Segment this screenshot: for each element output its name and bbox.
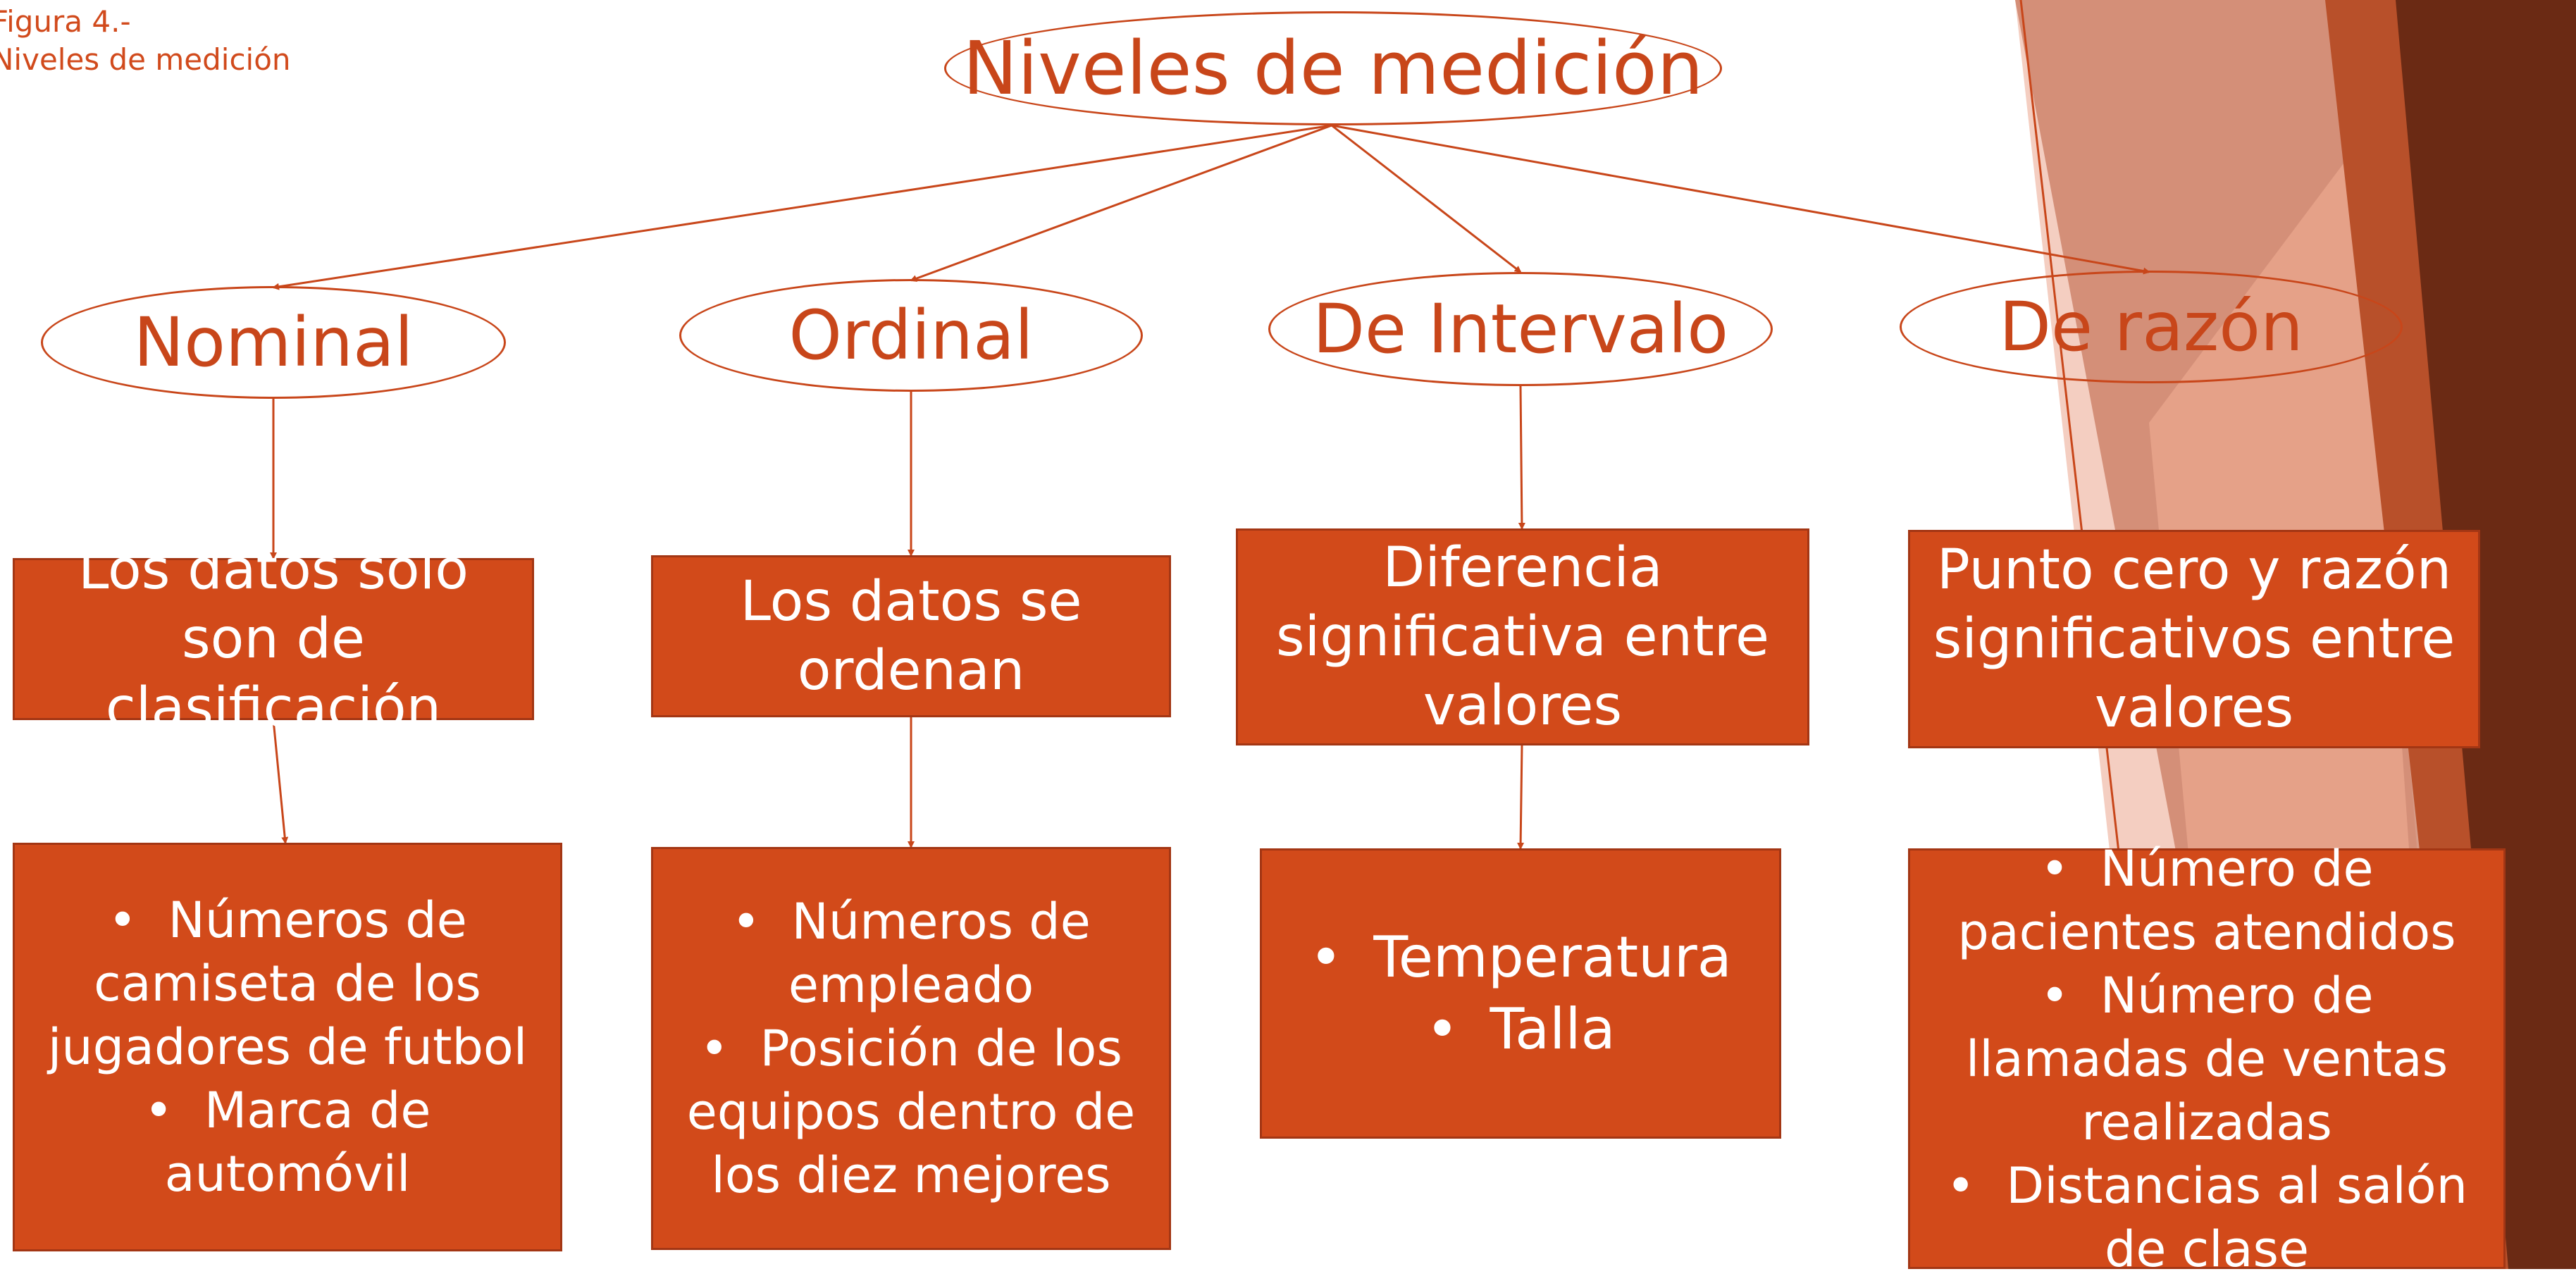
example-item: Número de llamadas de ventas realizadas [1931, 964, 2482, 1154]
examples-box-nominal: Números de camiseta de los jugadores de … [13, 843, 562, 1251]
description-text-ordinal: Los datos se ordenan [740, 570, 1082, 703]
examples-list-ordinal: Números de empleado Posición de los equi… [674, 890, 1148, 1207]
description-text-de-razon: Punto cero y razón significativos entre … [1933, 538, 2456, 740]
examples-box-de-intervalo: Temperatura Talla [1260, 848, 1781, 1139]
example-item: Distancias al salón de clase [1931, 1154, 2482, 1281]
root-node-niveles-de-medicion: Niveles de medición [944, 11, 1722, 125]
examples-list-de-razon: Número de pacientes atendidos Número de … [1931, 837, 2482, 1281]
level-node-ordinal: Ordinal [679, 279, 1143, 392]
level-node-de-intervalo: De Intervalo [1268, 272, 1773, 386]
examples-box-ordinal: Números de empleado Posición de los equi… [651, 847, 1171, 1250]
level-node-de-razon: De razón [1900, 271, 2403, 383]
examples-box-de-razon: Número de pacientes atendidos Número de … [1908, 840, 2506, 1278]
description-text-nominal: Los datos solo son de clasificación [78, 538, 469, 740]
example-item: Temperatura [1309, 922, 1731, 994]
figure-caption: Figura 4.- Niveles de medición [0, 3, 291, 79]
figure-caption-number: Figura 4.- [0, 4, 131, 39]
example-item: Número de pacientes atendidos [1931, 837, 2482, 964]
examples-list-de-intervalo: Temperatura Talla [1309, 922, 1732, 1065]
example-item: Marca de automóvil [36, 1079, 539, 1206]
description-box-nominal: Los datos solo son de clasificación [13, 538, 534, 740]
example-item: Posición de los equipos dentro de los di… [674, 1017, 1148, 1207]
level-node-nominal: Nominal [41, 286, 506, 399]
figure-caption-title: Niveles de medición [0, 42, 291, 77]
description-text-de-intervalo: Diferencia significativa entre valores [1275, 536, 1770, 738]
example-item: Talla [1309, 994, 1732, 1065]
description-box-ordinal: Los datos se ordenan [651, 555, 1171, 717]
description-box-de-razon: Punto cero y razón significativos entre … [1908, 530, 2480, 748]
examples-list-nominal: Números de camiseta de los jugadores de … [36, 889, 539, 1206]
description-box-de-intervalo: Diferencia significativa entre valores [1236, 528, 1809, 745]
example-item: Números de camiseta de los jugadores de … [36, 889, 539, 1079]
example-item: Números de empleado [674, 890, 1148, 1017]
deco-band-dark [2396, 0, 2576, 1269]
